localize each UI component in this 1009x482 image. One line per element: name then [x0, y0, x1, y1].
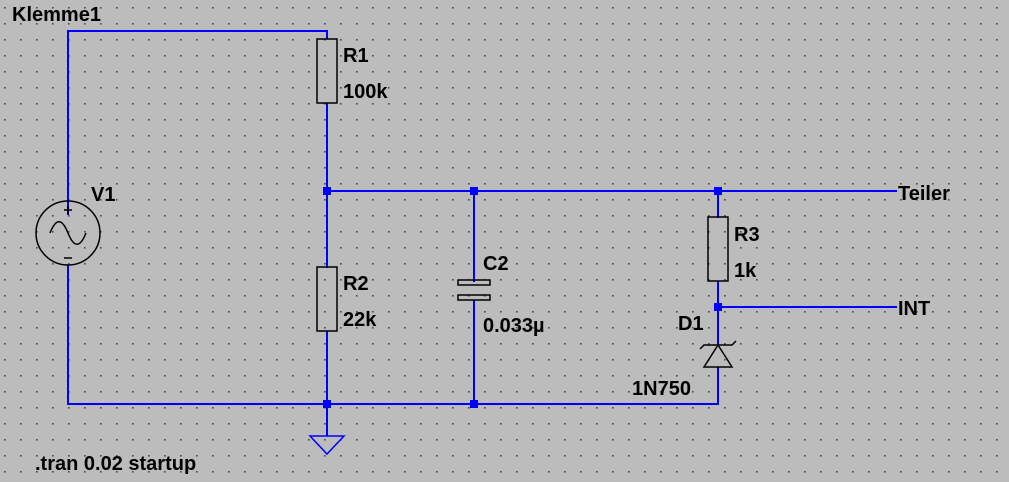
ground-symbol[interactable]	[308, 435, 346, 456]
ref-label-v1: V1	[91, 184, 115, 206]
junction-dot	[323, 400, 331, 408]
resistor-r3[interactable]	[707, 216, 729, 282]
ref-label-r2: R2	[343, 273, 369, 295]
junctions	[323, 187, 722, 408]
ref-label-r3: R3	[734, 224, 760, 246]
junction-dot	[714, 187, 722, 195]
junction-dot	[323, 187, 331, 195]
value-label-r3: 1k	[734, 260, 757, 282]
net-label-teiler[interactable]: Teiler	[898, 183, 950, 205]
wire-ground[interactable]	[67, 265, 719, 405]
resistor-r1[interactable]	[316, 38, 338, 104]
junction-dot	[714, 303, 722, 311]
wire-klemme1[interactable]	[67, 30, 328, 215]
zener-diode-d1[interactable]	[699, 340, 737, 368]
value-label-c2: 0.033µ	[483, 315, 545, 337]
voltage-source-v1[interactable]	[35, 200, 101, 266]
net-label-int[interactable]: INT	[898, 298, 930, 320]
junction-dot	[470, 187, 478, 195]
ref-label-d1: D1	[678, 313, 704, 335]
value-label-d1: 1N750	[632, 378, 691, 400]
junction-dot	[470, 400, 478, 408]
value-label-r1: 100k	[343, 81, 388, 103]
ref-label-c2: C2	[483, 253, 509, 275]
net-label-klemme1[interactable]: Klemme1	[12, 4, 101, 26]
wires	[67, 30, 897, 436]
capacitor-c2[interactable]	[457, 279, 491, 301]
ref-label-r1: R1	[343, 45, 369, 67]
resistor-r2[interactable]	[316, 266, 338, 332]
value-label-r2: 22k	[343, 309, 377, 331]
spice-directive[interactable]: .tran 0.02 startup	[35, 453, 196, 475]
